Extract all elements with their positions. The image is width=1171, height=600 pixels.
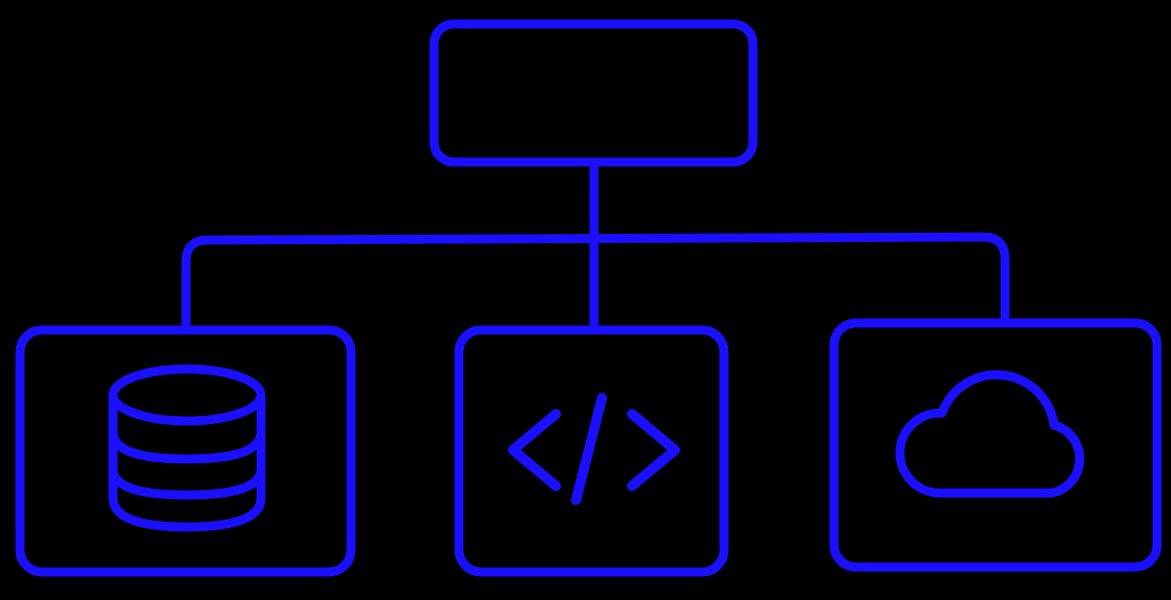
code-icon — [508, 393, 680, 505]
connector-lines — [181, 159, 1010, 335]
cloud-node[interactable] — [829, 318, 1162, 572]
code-node[interactable] — [454, 325, 729, 577]
root-node[interactable] — [429, 19, 758, 167]
database-icon — [108, 364, 266, 532]
root-box[interactable] — [429, 19, 758, 167]
cloud-icon — [895, 370, 1085, 498]
branch-line — [181, 232, 1010, 335]
cloud-node-box[interactable] — [829, 318, 1162, 572]
database-node[interactable] — [15, 325, 356, 577]
database-node-box[interactable] — [15, 325, 356, 577]
code-node-box[interactable] — [454, 325, 729, 577]
